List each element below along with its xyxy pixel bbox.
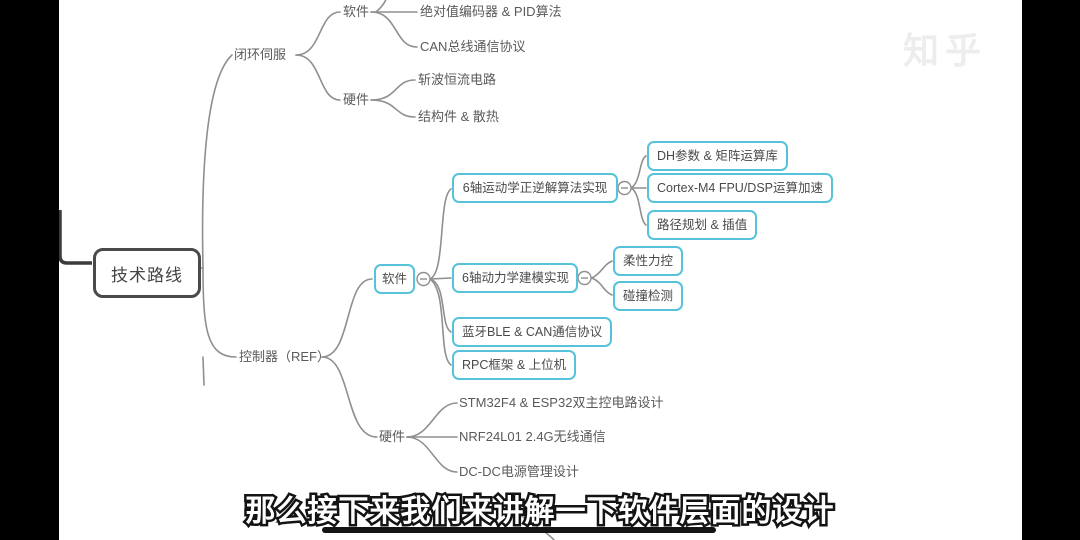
node-root[interactable]: 技术路线 — [93, 248, 201, 298]
letterbox-right — [1022, 0, 1080, 540]
edge-sw-kinematics — [429, 188, 452, 280]
node-controller-software[interactable]: 软件 — [374, 264, 416, 294]
node-kinematics-child-1[interactable]: Cortex-M4 FPU/DSP运算加速 — [647, 173, 833, 203]
edge-hw-stm32 — [406, 402, 458, 438]
node-controller-hw-child-1[interactable]: NRF24L01 2.4G无线通信 — [459, 429, 606, 444]
edge-ctrl-hardware — [321, 356, 378, 438]
edge-servo-hardware — [295, 54, 341, 101]
edge-sw-dynamics — [429, 277, 452, 280]
node-servo-software[interactable]: 软件 — [343, 4, 370, 19]
edge-ctrl-software — [321, 278, 373, 358]
edge-root-servo — [201, 54, 233, 269]
edge-sw-offscreen-top — [375, 0, 387, 13]
edge-dyn-force — [591, 260, 613, 279]
collapse-toggle-kinematics[interactable] — [617, 180, 632, 196]
subtitle-text: 那么接下来我们来讲解一下软件层面的设计 — [243, 493, 836, 531]
edge-hw-struct — [370, 99, 416, 118]
edge-hw-dcdc — [406, 436, 458, 473]
edge-sw-can — [370, 11, 418, 48]
node-ble-can[interactable]: 蓝牙BLE & CAN通信协议 — [452, 317, 613, 347]
node-controller[interactable]: 控制器（REF） — [239, 349, 331, 364]
node-controller-hardware[interactable]: 硬件 — [379, 429, 406, 444]
edge-sw-rpc — [429, 278, 452, 366]
node-kinematics[interactable]: 6轴运动学正逆解算法实现 — [452, 173, 618, 203]
edge-servo-software — [295, 11, 341, 56]
edge-trunk-lower — [202, 356, 205, 386]
edge-dyn-collision — [591, 277, 613, 296]
node-controller-hw-child-0[interactable]: STM32F4 & ESP32双主控电路设计 — [459, 395, 664, 410]
collapse-toggle-software[interactable] — [416, 271, 431, 287]
node-servo-hardware[interactable]: 硬件 — [343, 92, 370, 107]
subtitle-underline — [322, 527, 716, 533]
edge-kin-path — [630, 187, 647, 226]
edge-root-parent — [58, 210, 92, 265]
node-dynamics-child-0[interactable]: 柔性力控 — [613, 246, 684, 276]
edge-root-controller — [202, 267, 237, 358]
node-servo-hw-child-0[interactable]: 斩波恒流电路 — [418, 72, 497, 87]
node-servo[interactable]: 闭环伺服 — [234, 47, 287, 62]
node-controller-hw-child-2[interactable]: DC-DC电源管理设计 — [459, 464, 579, 479]
edge-kin-dh — [630, 155, 647, 189]
collapse-toggle-dynamics[interactable] — [577, 270, 592, 286]
node-servo-hw-child-1[interactable]: 结构件 & 散热 — [418, 109, 499, 124]
node-servo-sw-child-0[interactable]: 绝对值编码器 & PID算法 — [420, 4, 562, 19]
node-dynamics-child-1[interactable]: 碰撞检测 — [613, 281, 684, 311]
edge-hw-chopper — [370, 79, 416, 101]
node-kinematics-child-0[interactable]: DH参数 & 矩阵运算库 — [647, 141, 788, 171]
node-servo-sw-child-1[interactable]: CAN总线通信协议 — [420, 39, 526, 54]
letterbox-left — [0, 0, 59, 540]
node-dynamics[interactable]: 6轴动力学建模实现 — [452, 263, 578, 293]
watermark-zhihu: 知乎 — [903, 30, 988, 71]
node-rpc[interactable]: RPC框架 & 上位机 — [452, 350, 577, 380]
node-kinematics-child-2[interactable]: 路径规划 & 插值 — [647, 210, 758, 240]
edge-sw-ble — [429, 278, 452, 333]
